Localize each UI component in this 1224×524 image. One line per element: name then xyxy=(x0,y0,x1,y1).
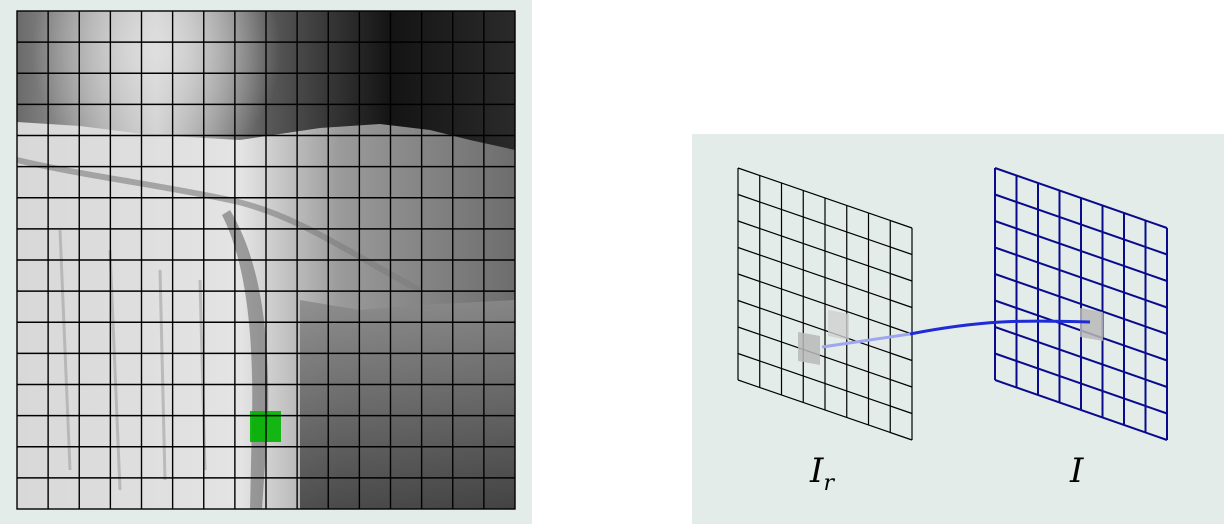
connector-line xyxy=(909,319,1091,336)
patch-ref-2 xyxy=(828,310,849,340)
grid-line-h xyxy=(994,379,1168,441)
reference-grid xyxy=(737,167,913,441)
image-panel xyxy=(0,0,532,524)
grid-line-h xyxy=(737,379,913,441)
target-grid xyxy=(994,167,1168,441)
patch-ref-1 xyxy=(798,332,820,365)
reference-grid-label: Ir xyxy=(810,451,834,496)
grid-line-h xyxy=(737,167,913,229)
grid-line-h xyxy=(994,246,1168,309)
grid-line-h xyxy=(737,273,913,335)
grid-line-h xyxy=(737,246,913,309)
grid-line-h xyxy=(737,193,913,256)
gridded-photo xyxy=(16,10,516,510)
diagram-canvas xyxy=(737,167,1168,441)
grid-line-h xyxy=(737,299,913,362)
grid-line-h xyxy=(994,220,1168,282)
grid-line-h xyxy=(737,326,913,388)
grid-line-h xyxy=(994,326,1168,388)
grid-mapping-diagram: Ir I xyxy=(692,134,1224,524)
grid-line-h xyxy=(994,352,1168,415)
patch-target xyxy=(1080,308,1103,341)
connector-faint xyxy=(821,332,911,349)
grid-line-h xyxy=(994,193,1168,256)
grid-line-h xyxy=(994,167,1168,229)
grid-line-h xyxy=(994,273,1168,335)
grid-line-h xyxy=(737,220,913,282)
target-grid-label: I xyxy=(1070,451,1084,491)
left-grid-lines xyxy=(17,11,515,509)
image-border xyxy=(16,10,516,510)
grid-line-h xyxy=(737,352,913,415)
